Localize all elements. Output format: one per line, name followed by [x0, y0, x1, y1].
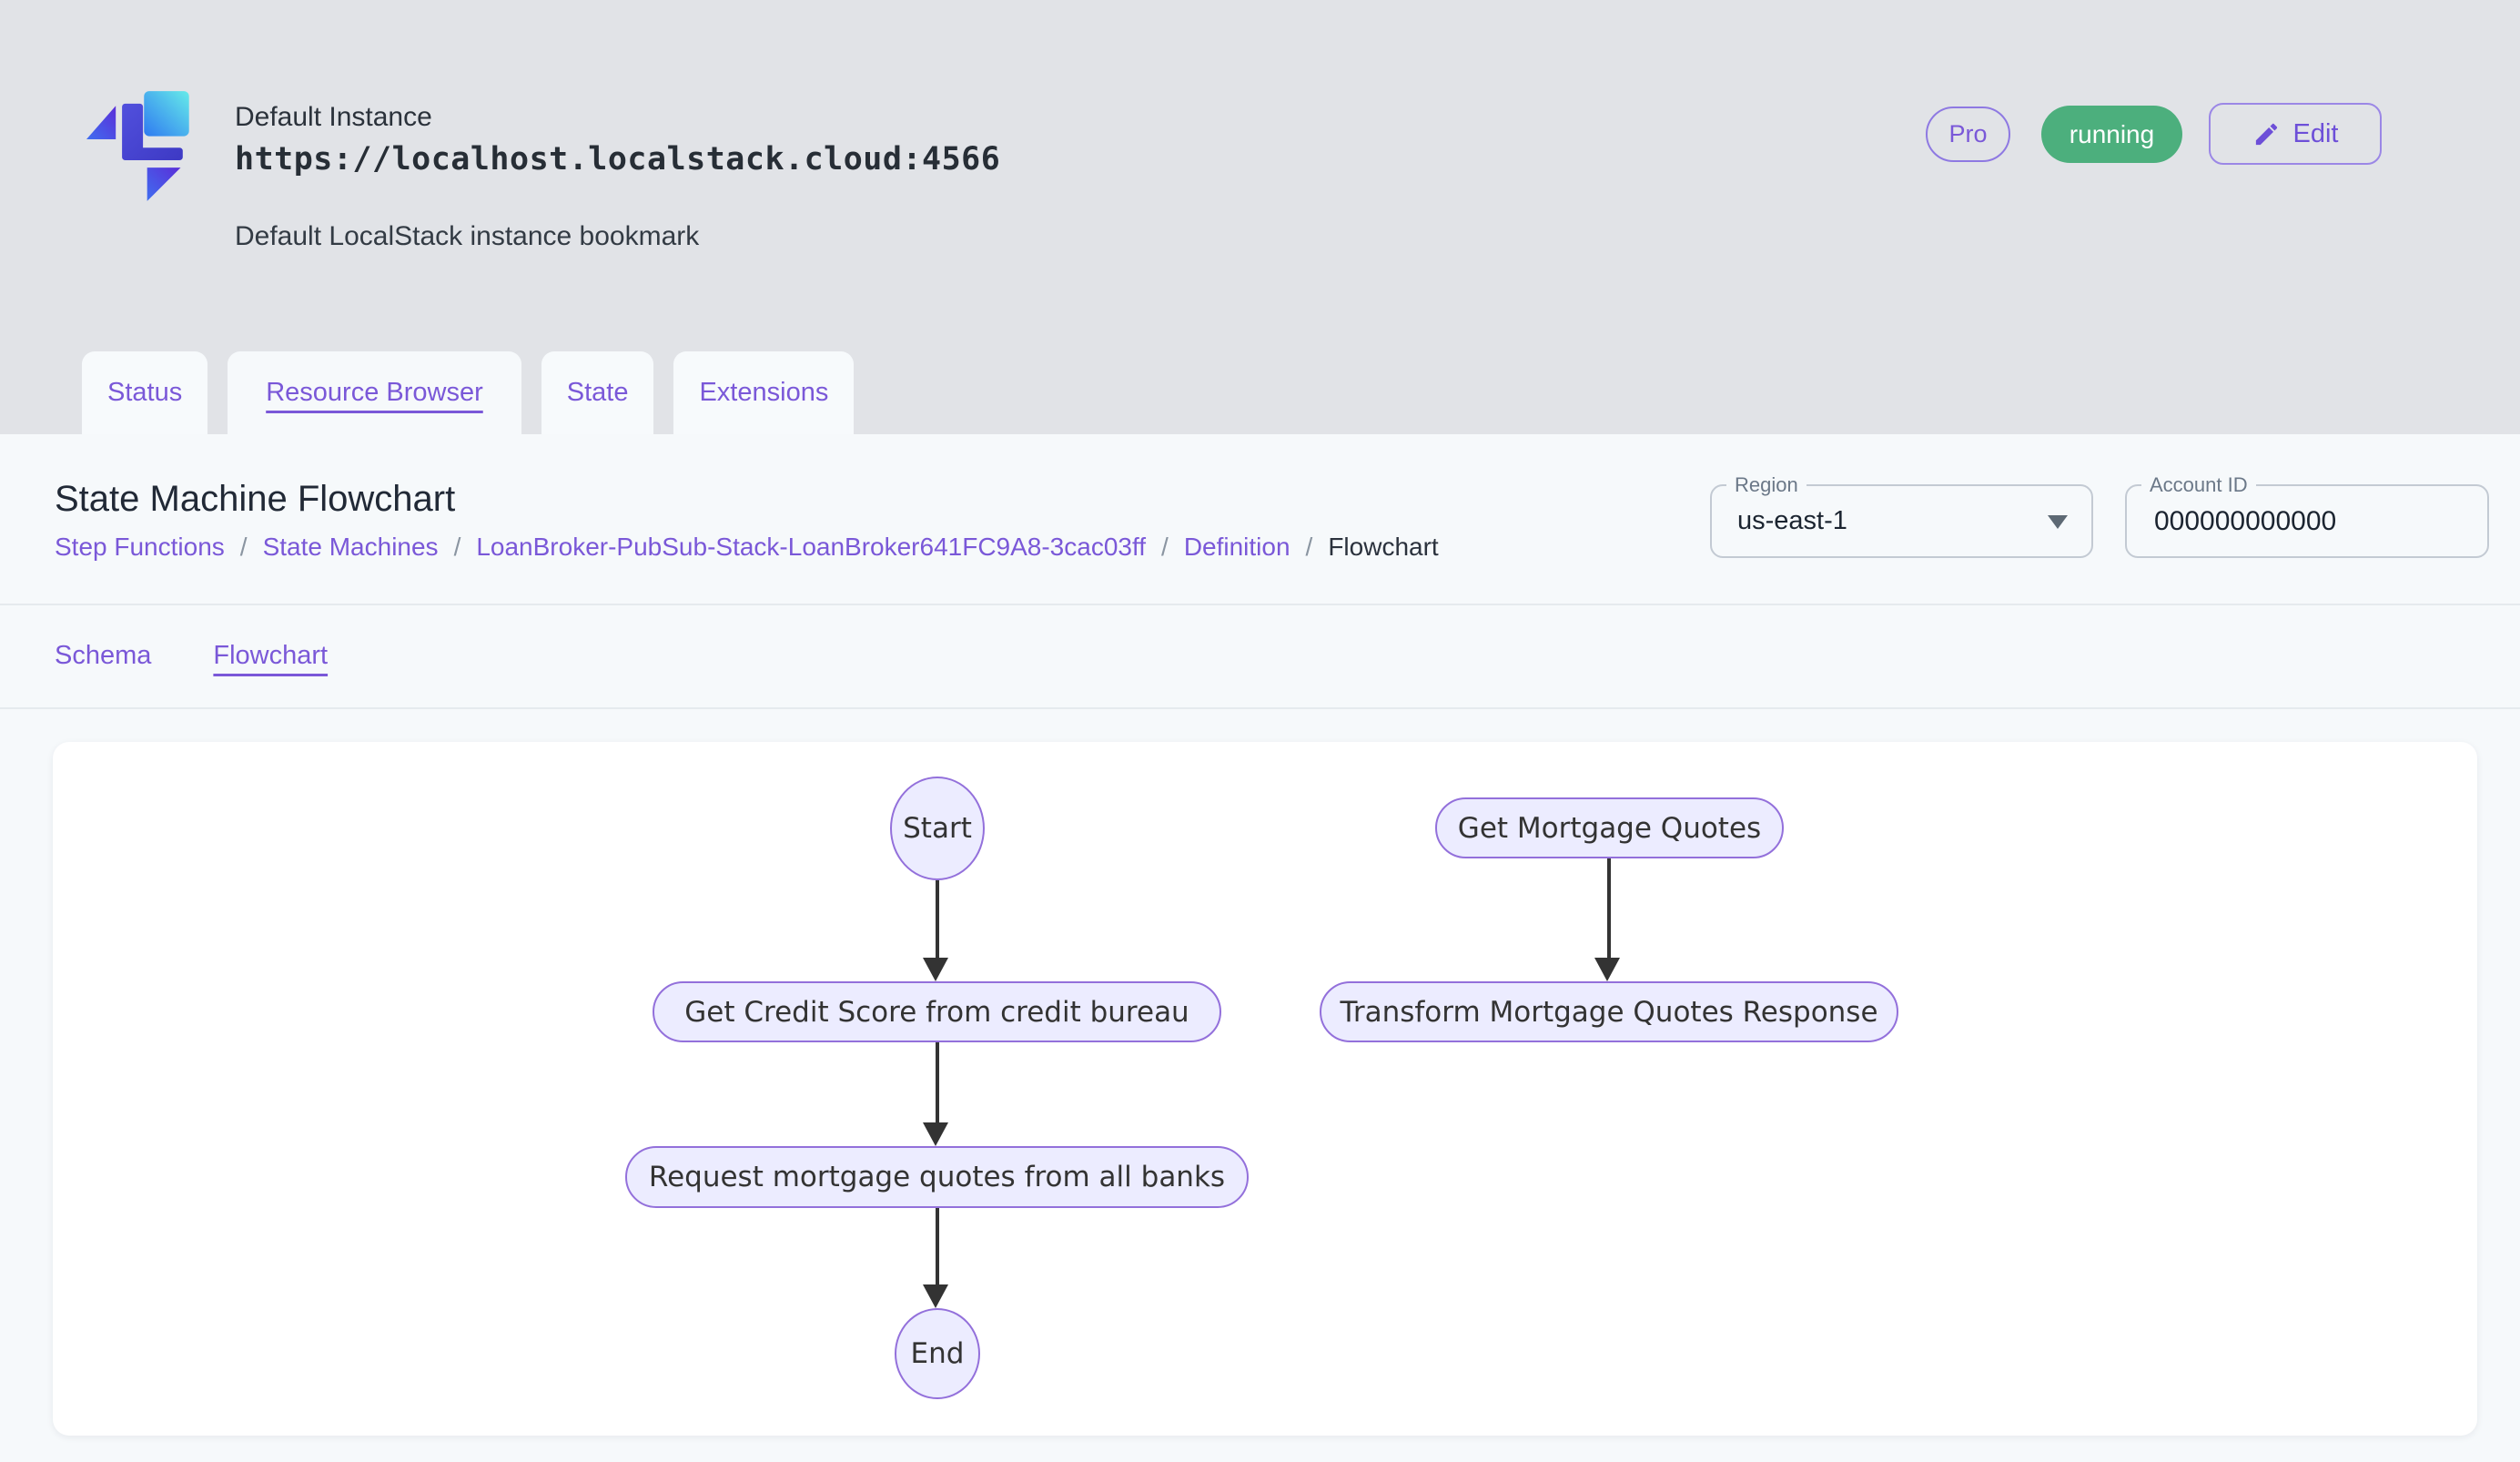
account-id-label: Account ID: [2141, 473, 2256, 497]
main-tabs: Status Resource Browser State Extensions: [82, 351, 855, 434]
flow-node-get-mortgage-quotes: Get Mortgage Quotes: [1435, 797, 1784, 858]
edit-button[interactable]: Edit: [2209, 103, 2382, 165]
flow-node-transform-response: Transform Mortgage Quotes Response: [1320, 981, 1898, 1042]
definition-subtabs: Schema Flowchart: [55, 641, 328, 671]
flow-edge-credit-request: [936, 1042, 939, 1122]
instance-url: https://localhost.localstack.cloud:4566: [235, 141, 1001, 178]
account-id-field: Account ID: [2125, 473, 2489, 558]
subtabs-divider: [0, 707, 2520, 709]
region-select-label: Region: [1726, 473, 1807, 497]
breadcrumb-state-machine-name[interactable]: LoanBroker-PubSub-Stack-LoanBroker641FC9…: [476, 533, 1147, 561]
flow-edge-start-credit: [936, 880, 939, 958]
flow-node-request-quotes: Request mortgage quotes from all banks: [625, 1146, 1249, 1208]
region-select[interactable]: Region us-east-1: [1710, 473, 2093, 558]
flow-edge-request-end: [936, 1208, 939, 1284]
flow-node-start: Start: [890, 777, 985, 880]
tab-state[interactable]: State: [541, 351, 654, 434]
tab-resource-browser[interactable]: Resource Browser: [228, 351, 521, 434]
region-select-value: us-east-1: [1737, 506, 1847, 535]
subtab-schema[interactable]: Schema: [55, 641, 152, 670]
instance-description: Default LocalStack instance bookmark: [235, 221, 700, 251]
account-id-input[interactable]: [2152, 493, 2465, 550]
toolbar-divider: [0, 604, 2520, 605]
status-badge: running: [2041, 106, 2182, 163]
breadcrumb-definition[interactable]: Definition: [1183, 533, 1290, 561]
breadcrumb-state-machines[interactable]: State Machines: [262, 533, 439, 561]
instance-header: Default Instance https://localhost.local…: [0, 0, 2520, 434]
arrowhead-down-icon: [923, 1122, 948, 1146]
subtab-flowchart[interactable]: Flowchart: [213, 641, 329, 670]
flow-node-end: End: [895, 1308, 980, 1399]
tab-status[interactable]: Status: [82, 351, 208, 434]
breadcrumb-current-flowchart: Flowchart: [1328, 533, 1439, 561]
breadcrumb-separator: /: [1161, 533, 1169, 561]
pencil-icon: [2255, 123, 2277, 145]
page-title: State Machine Flowchart: [55, 479, 456, 519]
localstack-logo-icon: [86, 91, 189, 201]
tab-extensions[interactable]: Extensions: [673, 351, 855, 434]
flow-edge-quotes-transform: [1607, 858, 1611, 958]
dropdown-arrow-icon: [2048, 515, 2068, 529]
flowchart-card: Start Get Credit Score from credit burea…: [53, 742, 2477, 1436]
pro-badge: Pro: [1926, 107, 2010, 162]
arrowhead-down-icon: [923, 958, 948, 981]
arrowhead-down-icon: [1594, 958, 1620, 981]
edit-button-label: Edit: [2292, 118, 2339, 148]
breadcrumb-separator: /: [239, 533, 248, 561]
instance-name: Default Instance: [235, 102, 432, 132]
flow-node-get-credit-score: Get Credit Score from credit bureau: [653, 981, 1221, 1042]
breadcrumb-separator: /: [1305, 533, 1313, 561]
breadcrumb-separator: /: [453, 533, 461, 561]
breadcrumb: Step Functions / State Machines / LoanBr…: [55, 533, 1439, 562]
breadcrumb-step-functions[interactable]: Step Functions: [55, 533, 225, 561]
arrowhead-down-icon: [923, 1284, 948, 1308]
